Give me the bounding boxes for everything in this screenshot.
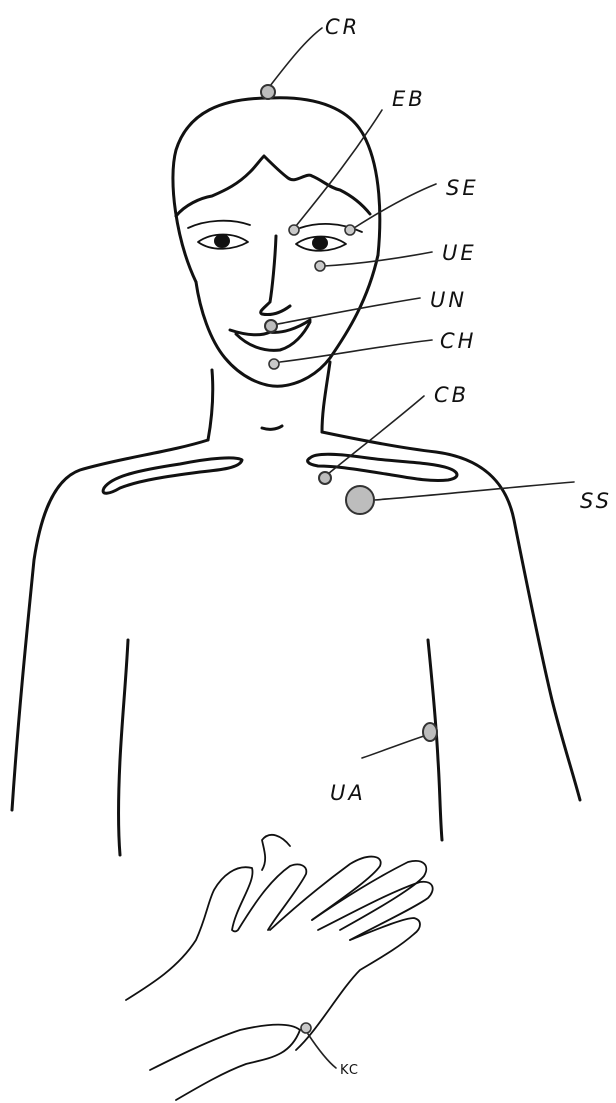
point-cr: CR	[261, 15, 360, 99]
point-se: SE	[345, 176, 479, 235]
left-eye	[198, 234, 248, 249]
torso-outline-left	[12, 440, 208, 810]
label-cb: CB	[434, 383, 469, 407]
point-kc: KC	[301, 1023, 359, 1078]
left-inner-arm	[119, 640, 129, 855]
point-eb: EB	[289, 87, 426, 235]
throat-mark	[262, 426, 282, 429]
neck-left	[208, 370, 213, 440]
left-collarbone	[103, 458, 242, 493]
label-kc: KC	[340, 1063, 359, 1078]
label-eb: EB	[392, 87, 426, 111]
point-ue: UE	[315, 241, 477, 271]
point-ss: SS	[346, 482, 612, 514]
label-un: UN	[430, 288, 467, 312]
label-ss: SS	[580, 489, 612, 513]
label-ue: UE	[442, 241, 477, 265]
hand	[126, 835, 433, 1100]
label-se: SE	[446, 176, 479, 200]
neck-right	[322, 362, 330, 432]
label-cr: CR	[325, 15, 360, 39]
label-ch: CH	[440, 329, 476, 353]
point-ua: UA	[330, 723, 437, 805]
right-eye	[296, 236, 346, 251]
label-ua: UA	[330, 781, 366, 805]
nose	[261, 236, 290, 315]
